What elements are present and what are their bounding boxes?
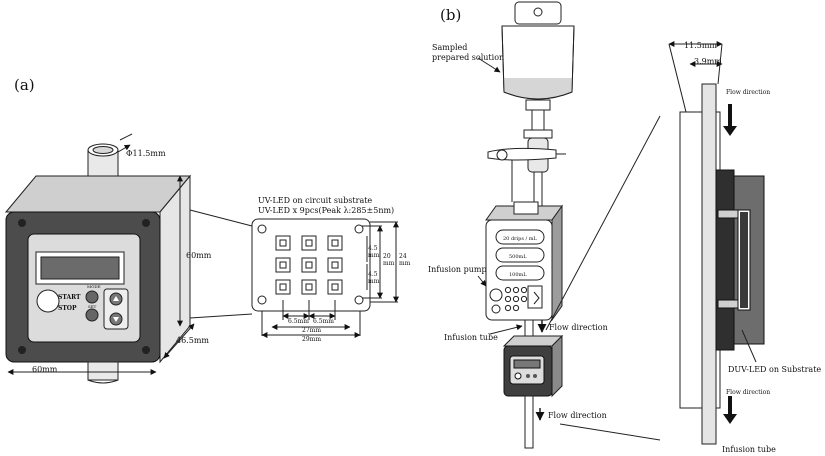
uv-led-chip [305, 283, 313, 291]
pump-display-2: 500mL [509, 254, 527, 260]
dim-27: 27mm [302, 327, 321, 334]
flow-direction-1: Flow direction [549, 323, 608, 332]
pump-key [520, 286, 528, 294]
uv-led-chip [305, 261, 313, 269]
panel-b: (b) Sampled prepared solution [428, 1, 821, 454]
circuit-title-1: UV-LED on circuit substrate [258, 196, 372, 205]
flow-detail-bottom: Flow direction [726, 389, 770, 396]
uv-led-chip [305, 239, 313, 247]
dim-mm-4: mm [368, 278, 380, 285]
uv-led-chip [331, 239, 339, 247]
start-label: START [58, 294, 81, 301]
iv-bag [501, 1, 575, 111]
dim-45-a: 4.5 [368, 245, 378, 252]
pump-label: Infusion pump [428, 265, 487, 274]
height-label: 60mm [186, 251, 212, 260]
tube-label-detail: Infusion tube [722, 445, 776, 454]
depth-label: 46.5mm [176, 336, 209, 345]
uv-led-chip [331, 261, 339, 269]
width-outer-label: 11.5mm [684, 41, 717, 50]
dim-mm-1: mm [383, 260, 395, 267]
dim-65-a: 6.5mm [288, 318, 309, 325]
dim-20: 20 [383, 253, 391, 260]
dim-mm-3: mm [368, 252, 380, 259]
circuit-substrate: UV-LED on circuit substrate UV-LED x 9pc… [251, 196, 394, 312]
pump-key [504, 304, 512, 312]
width-label: 60mm [32, 365, 58, 374]
infusion-pump: 20 drips / mL 500mL 100mL [485, 201, 563, 322]
dim-65-b: 6.5mm [313, 318, 334, 325]
pump-key [504, 286, 512, 294]
uv-led-chip [331, 283, 339, 291]
stop-label: STOP [58, 305, 77, 312]
pipe-diameter-label: Φ11.5mm [126, 149, 166, 158]
drip-chamber [487, 109, 566, 213]
panel-a-label: (a) [14, 76, 35, 94]
uv-device-box: START STOP MODE SET [4, 174, 192, 364]
width-inner-label: 3.9mm [694, 57, 722, 66]
dim-45-b: 4.5 [368, 271, 378, 278]
uv-led-chip [279, 283, 287, 291]
dim-29: 29mm [302, 336, 321, 343]
circuit-title-2: UV-LED x 9pcs(Peak λ:285±5nm) [258, 206, 394, 215]
uv-led-chip [279, 261, 287, 269]
pump-key [512, 286, 520, 294]
pump-key [512, 304, 520, 312]
pump-display-3: 100mL [509, 272, 527, 278]
led-label: DUV-LED on Substrate [728, 365, 821, 374]
pump-display-1: 20 drips / mL [503, 236, 538, 242]
bag-label-1: Sampled [432, 43, 467, 52]
detail-cross-section: 11.5mm 3.9mm [668, 41, 765, 445]
pump-key [504, 295, 512, 303]
tube-label: Infusion tube [444, 333, 498, 342]
panel-b-label: (b) [440, 6, 461, 24]
mode-label: MODE [87, 284, 101, 289]
set-label: SET [88, 304, 97, 309]
dim-mm-2: mm [399, 260, 411, 267]
small-uv-device [502, 334, 564, 398]
flow-detail-top: Flow direction [726, 89, 770, 96]
dim-24: 24 [399, 253, 407, 260]
pump-keypad [504, 286, 528, 312]
led-grid [275, 235, 343, 295]
pump-key [512, 295, 520, 303]
uv-led-chip [279, 239, 287, 247]
pump-key [520, 295, 528, 303]
flow-direction-2: Flow direction [548, 411, 607, 420]
bag-label-2: prepared solution [432, 53, 504, 62]
panel-a: (a) Φ11.5mm START STOP MODE [4, 76, 411, 384]
